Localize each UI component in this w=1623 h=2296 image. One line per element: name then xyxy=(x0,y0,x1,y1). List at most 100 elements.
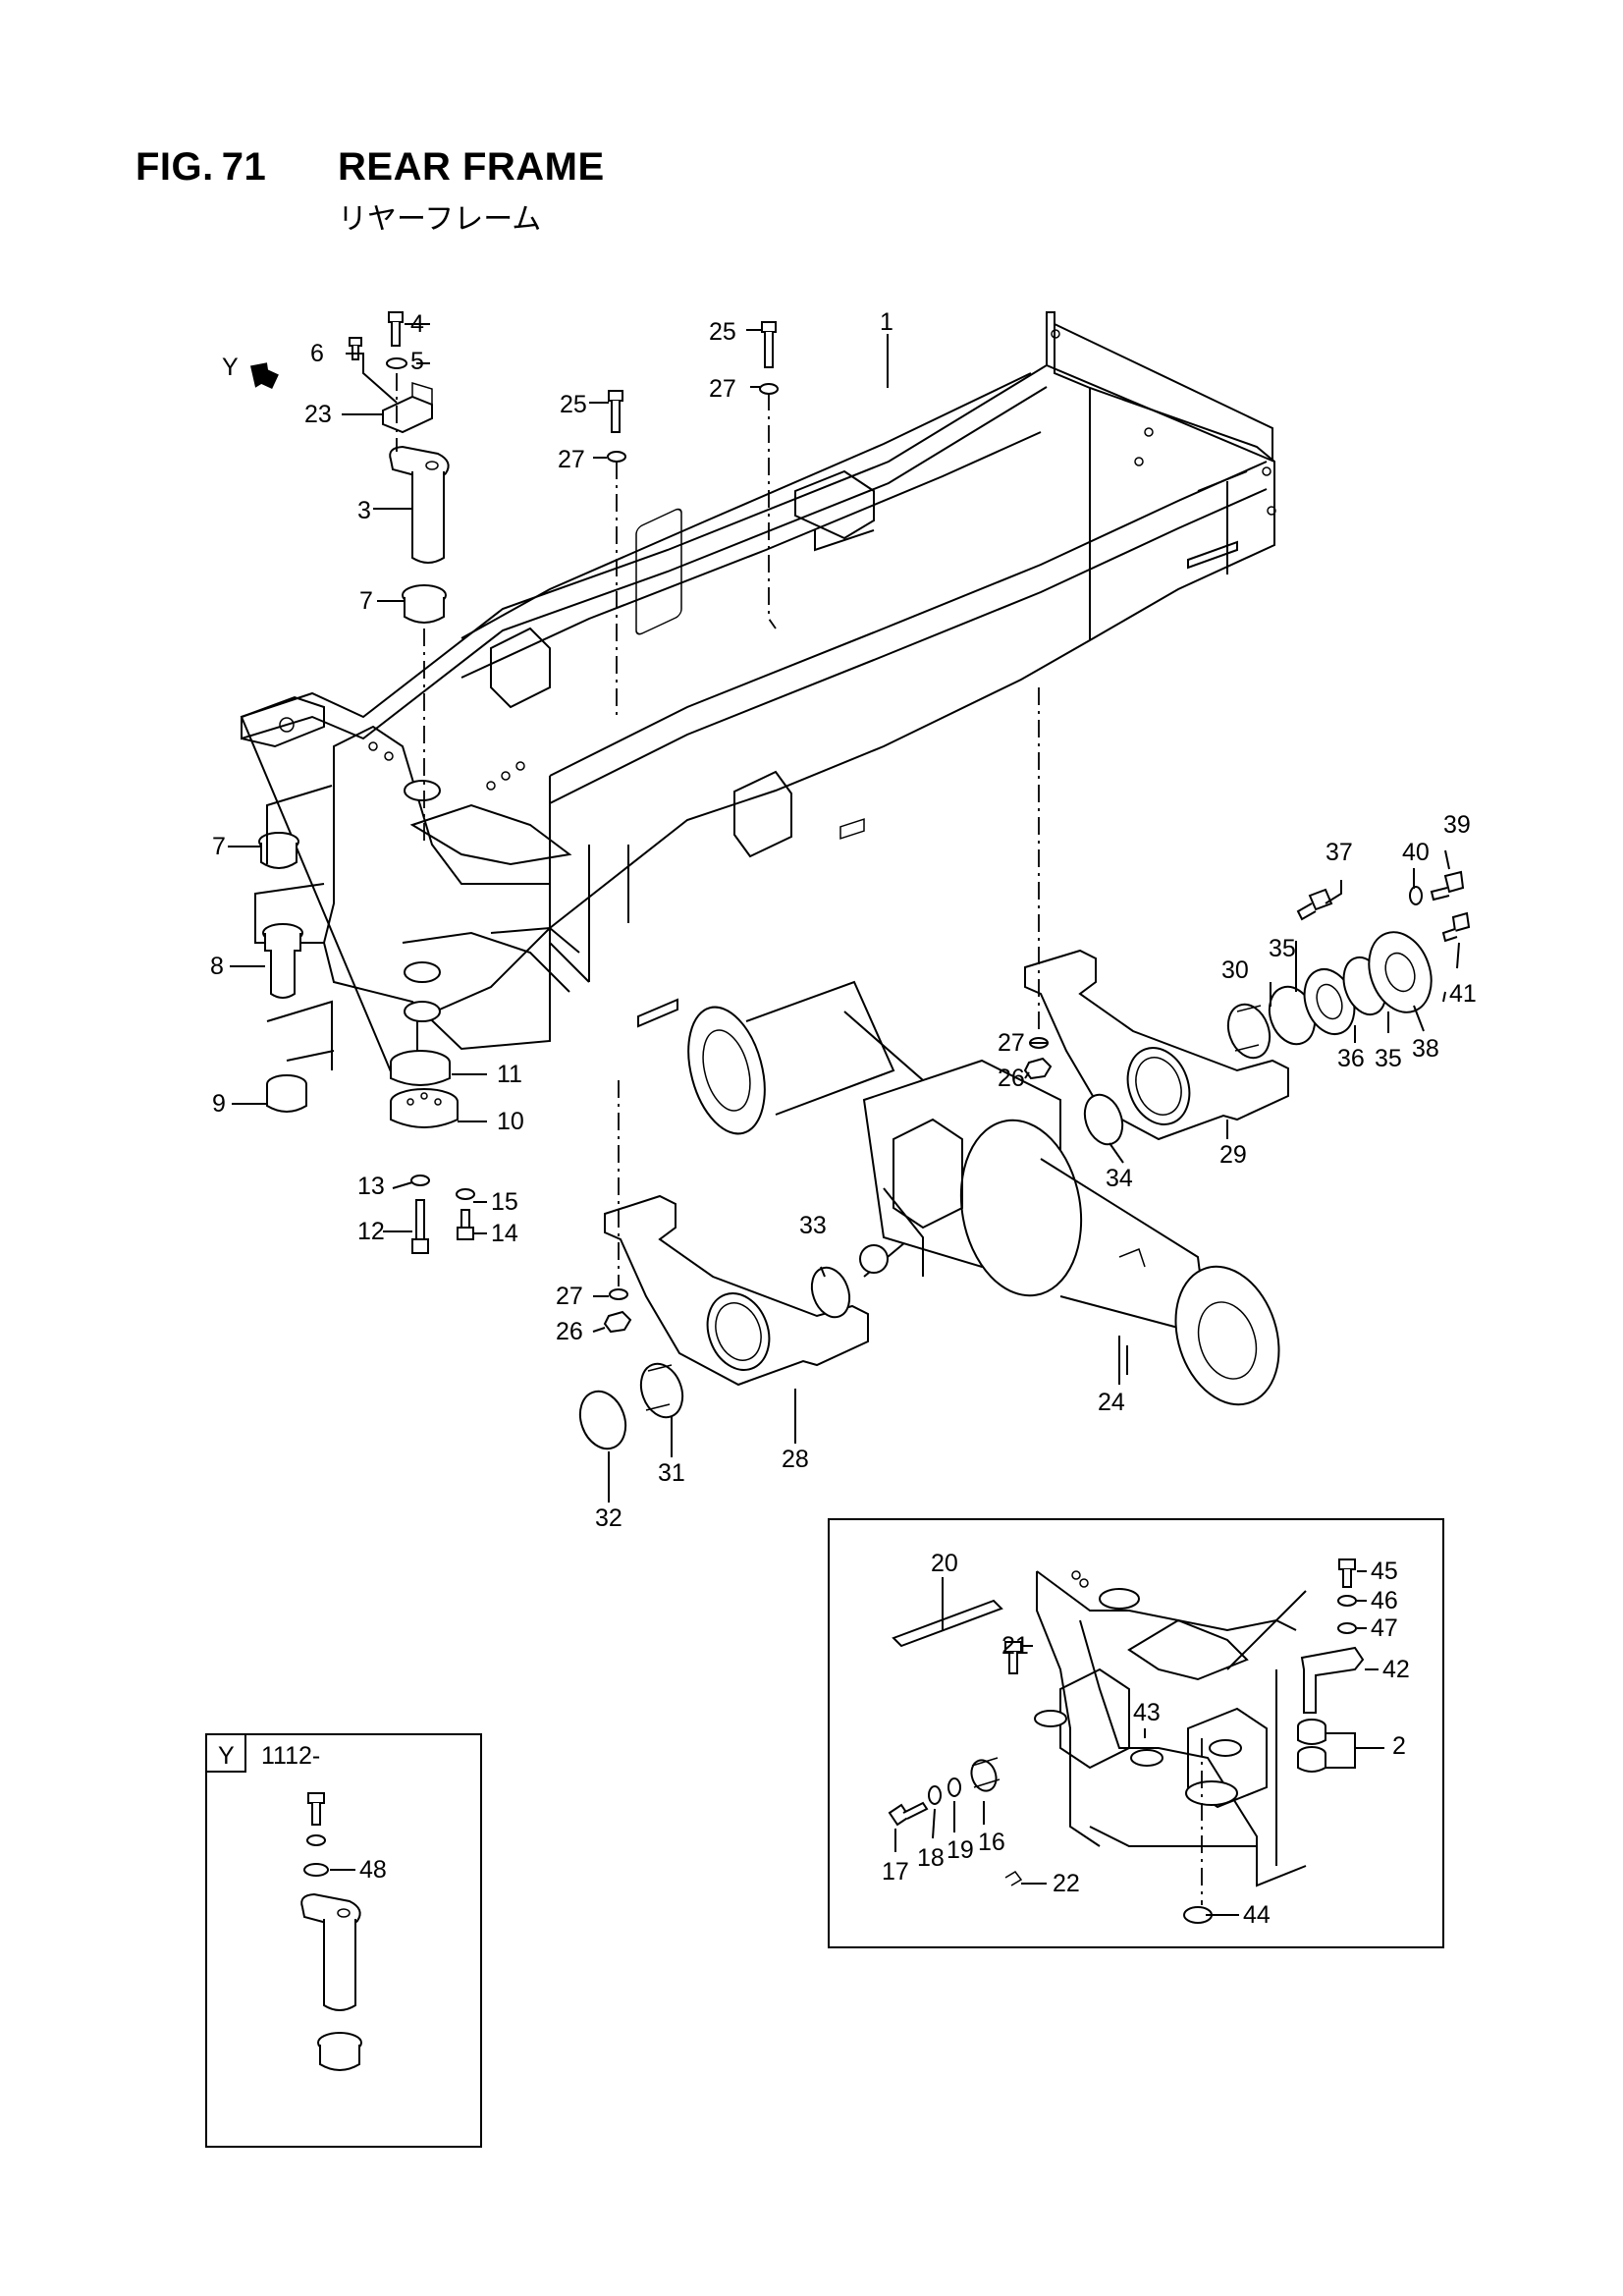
callout-34: 34 xyxy=(1106,1165,1133,1192)
washer-part-47[interactable] xyxy=(1337,1622,1357,1634)
inset-y-washer-48[interactable] xyxy=(303,1863,329,1877)
washer-part-19[interactable] xyxy=(947,1777,961,1797)
callout-38: 38 xyxy=(1412,1035,1439,1063)
bolt-part-41[interactable] xyxy=(1441,911,1471,943)
callout-1: 1 xyxy=(880,308,893,336)
callout-4: 4 xyxy=(410,310,424,338)
callout-2: 2 xyxy=(1392,1732,1406,1760)
callout-3: 3 xyxy=(357,497,371,524)
callout-27-center: 27 xyxy=(558,446,585,473)
callout-30: 30 xyxy=(1221,957,1249,984)
callout-28: 28 xyxy=(782,1446,809,1473)
bracket-part-23[interactable] xyxy=(382,381,433,434)
callout-45: 45 xyxy=(1371,1558,1398,1585)
bushing-part-7-lower[interactable] xyxy=(258,832,299,869)
bushing-part-31[interactable] xyxy=(634,1358,690,1423)
washer-part-40[interactable] xyxy=(1409,886,1423,905)
rear-frame-part[interactable] xyxy=(240,311,1276,1078)
callout-42: 42 xyxy=(1382,1656,1410,1683)
callout-7-lower: 7 xyxy=(212,833,226,860)
callout-21: 21 xyxy=(1001,1632,1029,1660)
callout-11: 11 xyxy=(497,1061,522,1088)
washer-part-27-axle-left[interactable] xyxy=(609,1288,628,1300)
callout-48: 48 xyxy=(359,1856,387,1884)
spacer-part-16[interactable] xyxy=(967,1757,1001,1794)
callout-6: 6 xyxy=(310,340,324,367)
bolt-part-12[interactable] xyxy=(411,1199,429,1254)
view-marker-y: Y xyxy=(222,354,239,381)
bushing-part-2[interactable] xyxy=(1297,1719,1326,1773)
hinge-pin-part-3[interactable] xyxy=(389,445,450,564)
pin-part-8[interactable] xyxy=(262,923,303,999)
inset-y-washer-small[interactable] xyxy=(306,1834,326,1846)
washer-part-27-center[interactable] xyxy=(607,451,626,463)
rear-axle-part-24[interactable] xyxy=(676,818,1296,1418)
axle-support-part-28[interactable] xyxy=(604,1194,869,1387)
detail-inset-assembly[interactable] xyxy=(1034,1570,1307,1887)
bolt-part-37[interactable] xyxy=(1296,888,1333,921)
callout-20: 20 xyxy=(931,1550,958,1577)
callout-10: 10 xyxy=(497,1108,524,1135)
callout-29: 29 xyxy=(1219,1141,1247,1169)
bolt-part-39[interactable] xyxy=(1430,870,1465,902)
callout-27-right: 27 xyxy=(709,375,736,403)
plate-part-10[interactable] xyxy=(390,1088,459,1128)
page-title: REAR FRAME xyxy=(338,145,605,189)
callout-35-right: 35 xyxy=(1375,1045,1402,1072)
bolt-part-17[interactable] xyxy=(888,1801,929,1827)
figure-title: FIG.71 REAR FRAME xyxy=(135,145,604,190)
clip-part-22[interactable] xyxy=(1004,1871,1023,1886)
washer-part-5[interactable] xyxy=(386,357,407,369)
bolt-part-14[interactable] xyxy=(457,1209,474,1240)
bolt-part-45[interactable] xyxy=(1338,1558,1356,1588)
seal-part-34[interactable] xyxy=(1078,1089,1129,1149)
callout-27-axle-left: 27 xyxy=(556,1283,583,1310)
bolt-part-21[interactable] xyxy=(1004,1641,1022,1674)
nut-part-26-axle-left[interactable] xyxy=(603,1310,632,1334)
callout-25-right: 25 xyxy=(709,318,736,346)
callout-5: 5 xyxy=(410,348,424,375)
inset-y-bushing[interactable] xyxy=(317,2032,362,2071)
washer-part-46[interactable] xyxy=(1337,1595,1357,1607)
bushing-part-30[interactable] xyxy=(1221,999,1277,1064)
washer-part-13[interactable] xyxy=(410,1175,430,1186)
inset-y-serial-range: 1112- xyxy=(261,1742,320,1770)
callout-26-axle-right: 26 xyxy=(998,1065,1025,1092)
callout-25-center: 25 xyxy=(560,391,587,418)
cover-part-38[interactable] xyxy=(1358,923,1441,1020)
callout-18: 18 xyxy=(917,1844,945,1872)
bolt-part-6[interactable] xyxy=(349,337,362,360)
callout-8: 8 xyxy=(210,953,224,980)
inset-y-pin[interactable] xyxy=(300,1892,361,2011)
callout-23: 23 xyxy=(304,401,332,428)
fig-label: FIG. xyxy=(135,145,214,189)
leader-lines xyxy=(228,323,1460,1503)
inset-y-bolt[interactable] xyxy=(307,1792,325,1826)
damper-part-11[interactable] xyxy=(390,1050,451,1086)
pin-part-42[interactable] xyxy=(1300,1646,1365,1714)
bolt-part-25-center[interactable] xyxy=(608,390,623,433)
washer-part-27-right[interactable] xyxy=(759,383,779,395)
plate-part-20[interactable] xyxy=(892,1599,1003,1648)
axle-support-part-29[interactable] xyxy=(1024,949,1289,1141)
bolt-part-4[interactable] xyxy=(388,311,404,347)
washer-part-18[interactable] xyxy=(928,1785,942,1805)
bolt-part-25-right[interactable] xyxy=(761,321,777,368)
washer-part-15[interactable] xyxy=(456,1188,475,1200)
view-y-inset-frame xyxy=(205,1733,482,2148)
callout-24: 24 xyxy=(1098,1389,1125,1416)
nut-part-26-axle-right[interactable] xyxy=(1023,1057,1053,1080)
page-subtitle: リヤーフレーム xyxy=(338,202,542,237)
view-arrow-icon xyxy=(250,362,279,390)
inset-leader-lines xyxy=(894,1570,1384,1916)
callout-44: 44 xyxy=(1243,1901,1271,1929)
callout-43: 43 xyxy=(1133,1699,1161,1726)
bushing-part-7-upper[interactable] xyxy=(402,584,447,624)
seal-part-32[interactable] xyxy=(572,1385,633,1454)
callout-33: 33 xyxy=(799,1212,827,1239)
callout-16: 16 xyxy=(978,1829,1005,1856)
fig-number: 71 xyxy=(221,145,267,189)
bushing-part-9[interactable] xyxy=(266,1074,307,1113)
callout-12: 12 xyxy=(357,1218,385,1245)
